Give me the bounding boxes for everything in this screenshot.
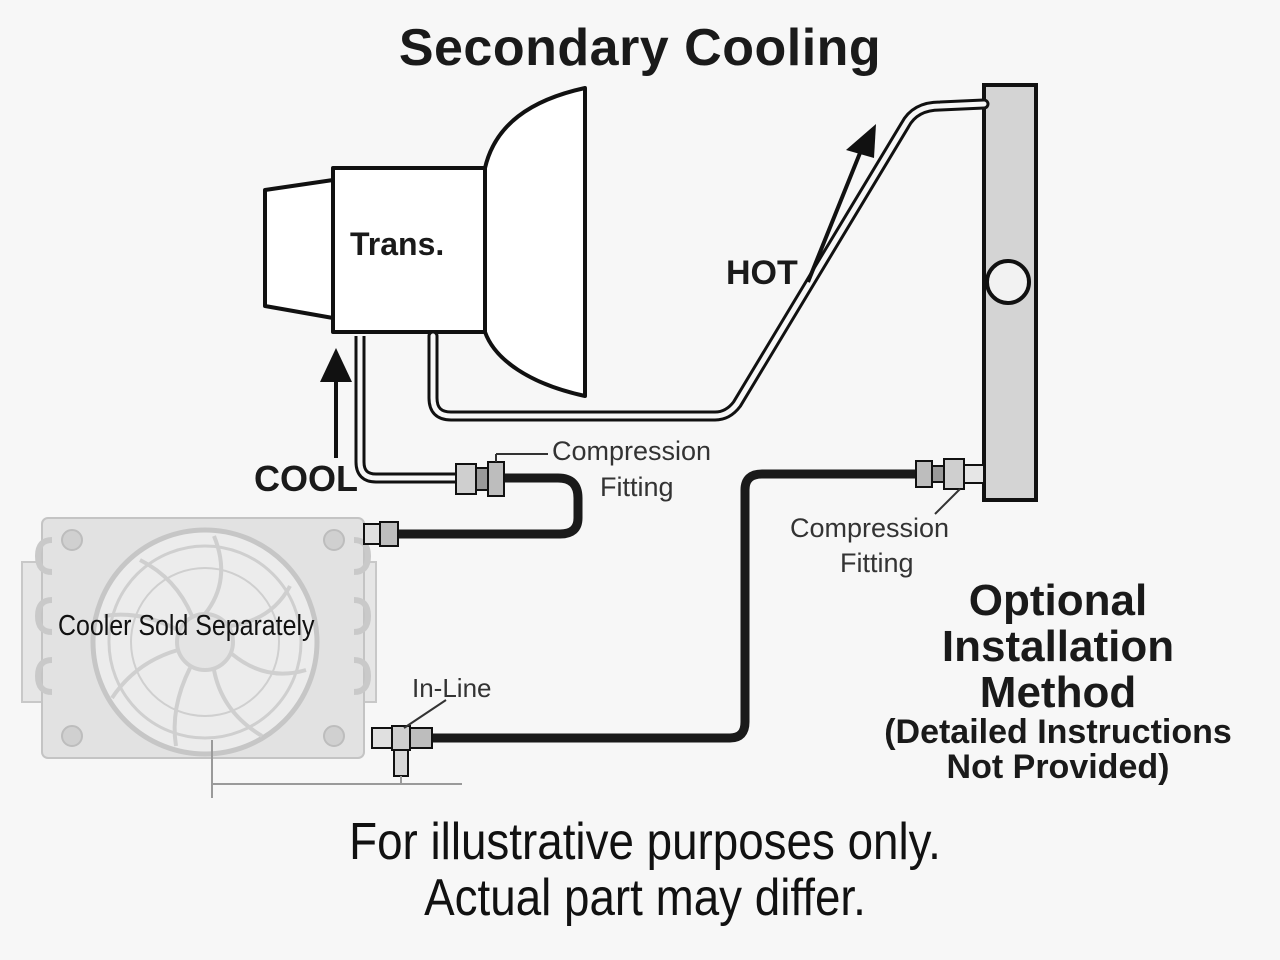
- cooler-label: Cooler Sold Separately: [58, 610, 315, 642]
- transmission-label: Trans.: [350, 226, 445, 262]
- fan: [90, 527, 320, 757]
- hose-lower: [432, 469, 918, 743]
- compression-fitting-top-label-line2: Fitting: [600, 472, 674, 502]
- optional-method-line1: Optional: [968, 576, 1148, 625]
- cooler-assembly: [21, 517, 399, 759]
- disclaimer-line2: Actual part may differ.: [424, 869, 866, 927]
- transmission-tailshaft: [263, 178, 335, 320]
- transmission-bellhousing: [483, 86, 587, 398]
- cool-label: COOL: [254, 458, 358, 499]
- cooler-port-top: [363, 521, 399, 547]
- hot-line: [427, 98, 990, 422]
- hot-arrow-icon: [806, 124, 876, 283]
- disclaimer-line1: For illustrative purposes only.: [349, 813, 941, 871]
- compression-fitting-top-label-line1: Compression: [552, 436, 712, 466]
- diagram-title: Secondary Cooling: [398, 19, 882, 77]
- optional-method-line5: Not Provided): [946, 748, 1170, 786]
- radiator-cap: [985, 259, 1031, 305]
- cooler-tubes: [34, 537, 372, 695]
- cool-return-line: [354, 336, 460, 484]
- compression-fitting-radiator: [915, 458, 985, 515]
- hose-upper: [398, 473, 583, 539]
- inline-label: In-Line: [412, 673, 492, 703]
- compression-fitting-right-label-line1: Compression: [790, 513, 950, 543]
- inline-fitting: [211, 699, 462, 798]
- optional-method-line2: Installation: [941, 622, 1175, 671]
- compression-fitting-right-label-line2: Fitting: [840, 548, 914, 578]
- radiator: [982, 83, 1038, 502]
- transmission: [263, 86, 587, 398]
- optional-method-line4: (Detailed Instructions: [884, 713, 1232, 751]
- hoses: [398, 469, 918, 743]
- hot-label: HOT: [726, 254, 798, 292]
- cooler-mount-holes: [61, 529, 345, 747]
- compression-fitting-top: [455, 453, 548, 497]
- cool-arrow-icon: [320, 348, 352, 458]
- optional-method-line3: Method: [979, 668, 1137, 717]
